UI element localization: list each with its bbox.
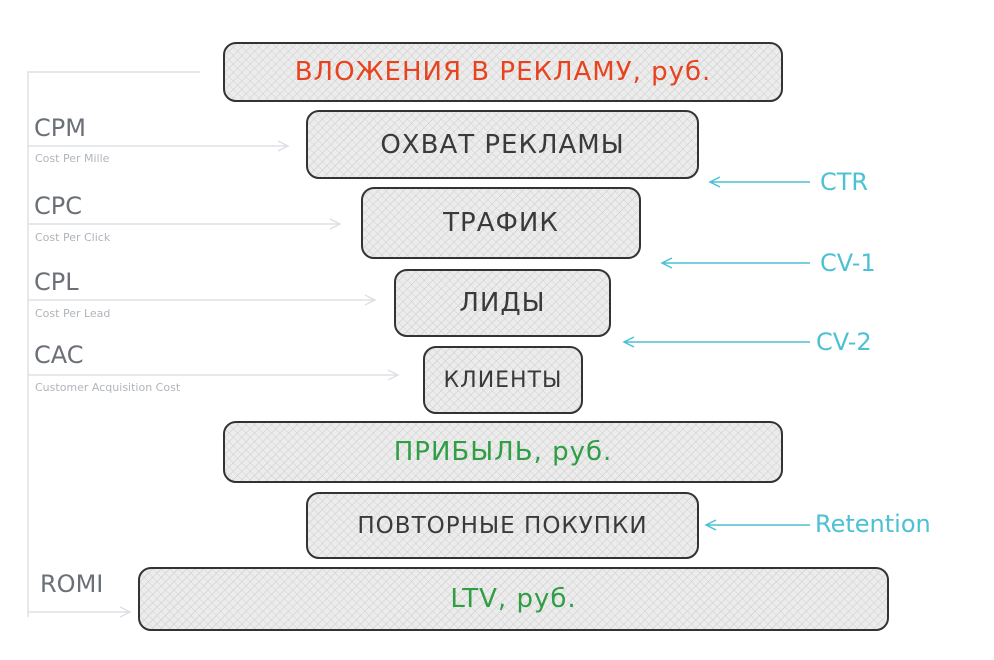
metric-cpm: CPM: [34, 114, 86, 142]
conversion-cv2: CV-2: [816, 328, 872, 356]
conversion-retention: Retention: [815, 510, 931, 538]
funnel-repeat-purchases: ПОВТОРНЫЕ ПОКУПКИ: [357, 512, 648, 539]
metric-cpc: CPC: [34, 192, 82, 220]
metric-cac-desc: Customer Acquisition Cost: [35, 381, 181, 394]
metric-cpm-desc: Cost Per Mille: [35, 152, 110, 165]
box-shape: [306, 492, 699, 559]
box-shape: [423, 346, 583, 414]
box-shape: [223, 421, 783, 483]
funnel-clients: КЛИЕНТЫ: [443, 367, 563, 393]
box-shape: [361, 187, 641, 259]
funnel-traffic: ТРАФИК: [443, 208, 559, 238]
metric-cac: CAC: [34, 341, 84, 369]
metric-cpl: CPL: [34, 268, 79, 296]
funnel-ltv: LTV, руб.: [450, 584, 577, 614]
box-shape: [394, 269, 611, 337]
conversion-ctr: CTR: [820, 168, 869, 196]
metric-cpl-desc: Cost Per Lead: [35, 307, 111, 320]
funnel-leads: ЛИДЫ: [459, 288, 546, 318]
funnel-reach: ОХВАТ РЕКЛАМЫ: [380, 129, 625, 160]
conversion-cv1: CV-1: [820, 249, 876, 277]
funnel-investment: ВЛОЖЕНИЯ В РЕКЛАМУ, руб.: [294, 57, 712, 87]
box-shape: [306, 110, 699, 179]
box-shape: [138, 567, 889, 631]
box-shape: [223, 42, 783, 102]
funnel-profit: ПРИБЫЛЬ, руб.: [393, 437, 613, 467]
metric-cpc-desc: Cost Per Click: [35, 231, 111, 244]
metric-romi: ROMI: [40, 570, 104, 598]
